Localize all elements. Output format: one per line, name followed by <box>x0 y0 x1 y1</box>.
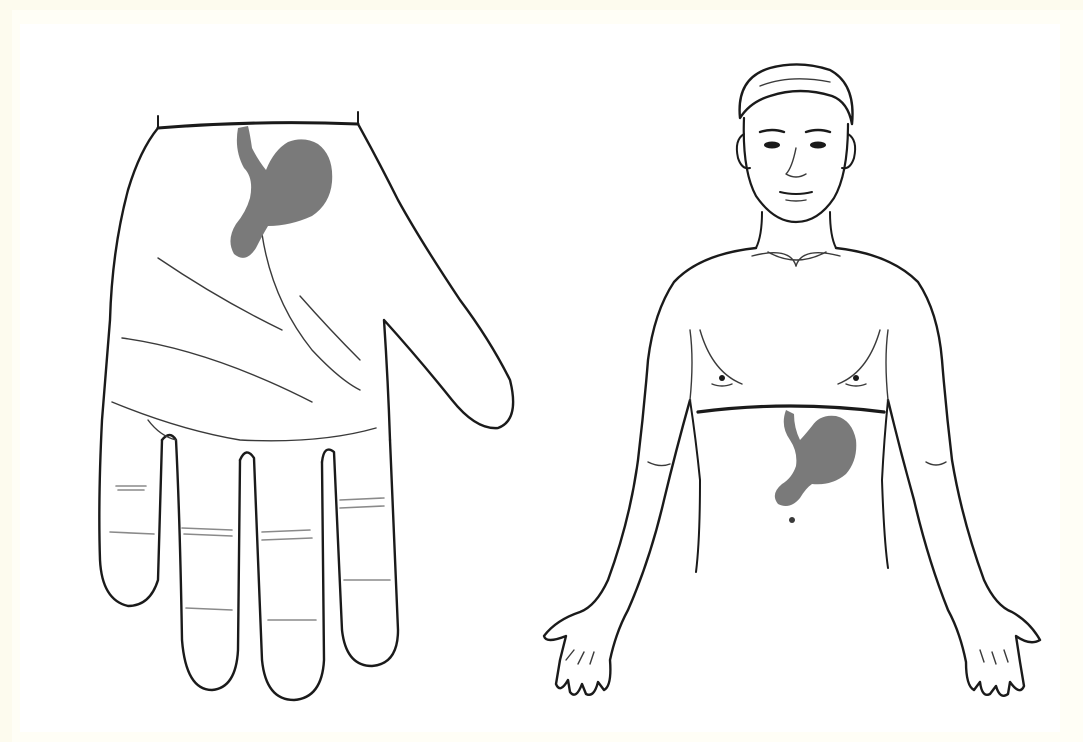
torso-outline-left <box>544 248 756 695</box>
stomach-icon <box>775 410 856 506</box>
wrist-boundary-line <box>158 123 358 128</box>
abdomen-boundary-line <box>698 406 884 412</box>
hair <box>740 64 853 124</box>
finger-middle <box>322 440 398 666</box>
finger-ring <box>240 452 324 700</box>
torso-outline-right <box>836 248 1040 696</box>
finger-little <box>162 435 240 690</box>
head-outline <box>744 118 848 222</box>
torso-panel <box>544 64 1040 695</box>
finger-index-and-thumb <box>358 124 513 440</box>
human-torso-icon <box>544 64 1040 695</box>
palm-panel <box>99 112 513 700</box>
stomach-icon <box>230 126 332 258</box>
